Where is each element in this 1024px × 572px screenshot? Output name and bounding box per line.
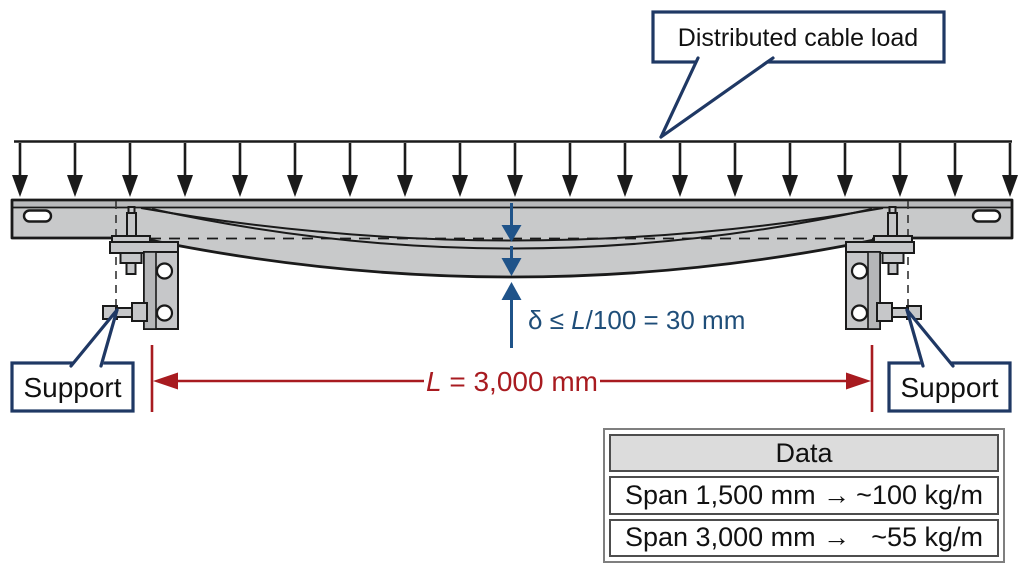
nut [119,252,143,264]
callout-tail-line [99,308,119,368]
callout-tail-line [69,308,119,368]
row-value: ~55 kg/m [871,522,983,553]
callout-label: Support [23,372,121,403]
span-dimension [150,345,874,412]
row-label: Span 3,000 mm → [625,522,851,553]
callout-box [887,361,1012,413]
callout-tail-line [905,308,925,368]
callout-distributed-load: Distributed cable load [651,10,946,139]
table-row: Span 3,000 mm → ~55 kg/m [609,518,999,557]
bracket-hole-lower [155,304,174,322]
callout-support-left: Support [10,308,135,413]
bolt-shaft [126,212,137,239]
callout-support-right: Support [887,308,1012,413]
row-value: ~100 kg/m [856,479,983,510]
deflection-label: δ ≤ L/100 = 30 mm [528,305,745,335]
side-bolt-shaft [115,307,134,318]
beam-slot-hole [22,209,53,223]
callout-tail-line [659,56,775,139]
span-label: L = 3,000 mm [426,366,598,397]
callout-tail-line [905,308,955,368]
bolt-thread [125,262,137,275]
bracket-hole-upper [155,262,174,280]
table-row: Span 1,500 mm → ~100 kg/m [609,476,999,515]
side-bolt-nut [131,302,148,322]
callout-label: Distributed cable load [678,24,918,52]
data-table-header: Data [609,434,999,473]
load-arrows [12,143,1018,197]
deflection-dimension [501,203,522,348]
callout-tail-line [659,56,700,139]
callout-label: Support [900,372,998,403]
row-label: Span 1,500 mm → [625,479,851,510]
data-table: Data Span 1,500 mm → ~100 kg/m Span 3,00… [603,428,1005,563]
callout-box [651,10,946,64]
